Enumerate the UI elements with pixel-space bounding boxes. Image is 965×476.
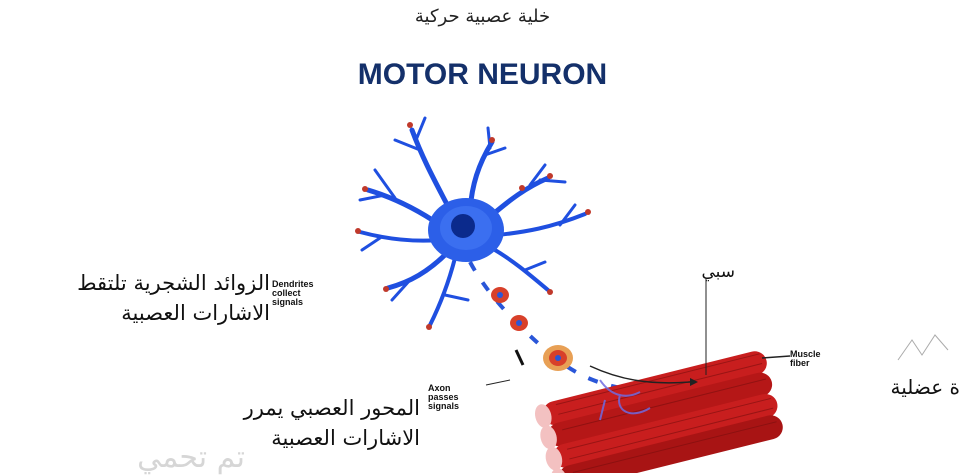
watermark-text: تم تحمي (45, 440, 245, 476)
leader-line-axon (486, 380, 510, 385)
dendrites-arabic-line1: الزوائد الشجرية تلتقط (8, 268, 270, 298)
english-title: MOTOR NEURON (0, 58, 965, 92)
muscle-english-label: Muscle fiber (790, 350, 821, 368)
leader-line-muscle (762, 356, 790, 358)
dendrites-english-label: Dendrites collect signals (272, 280, 314, 307)
axon-arabic-line1: المحور العصبي يمرر (150, 393, 420, 423)
cell-body (428, 198, 504, 262)
junction-arabic-label: سبي (690, 262, 735, 282)
dendrites-arabic-line2: الاشارات العصبية (8, 298, 270, 328)
nucleus (451, 214, 475, 238)
axon (470, 262, 660, 392)
muscle-arabic-label: ة عضلية (855, 375, 960, 399)
leader-line-axon-pointer (516, 350, 523, 365)
handwriting-mark (898, 335, 948, 360)
arabic-title: خلية عصبية حركية (0, 6, 965, 27)
axon-english-label: Axon passes signals (428, 384, 459, 411)
dendrites-arabic-label: الزوائد الشجرية تلتقط الاشارات العصبية (8, 268, 270, 328)
